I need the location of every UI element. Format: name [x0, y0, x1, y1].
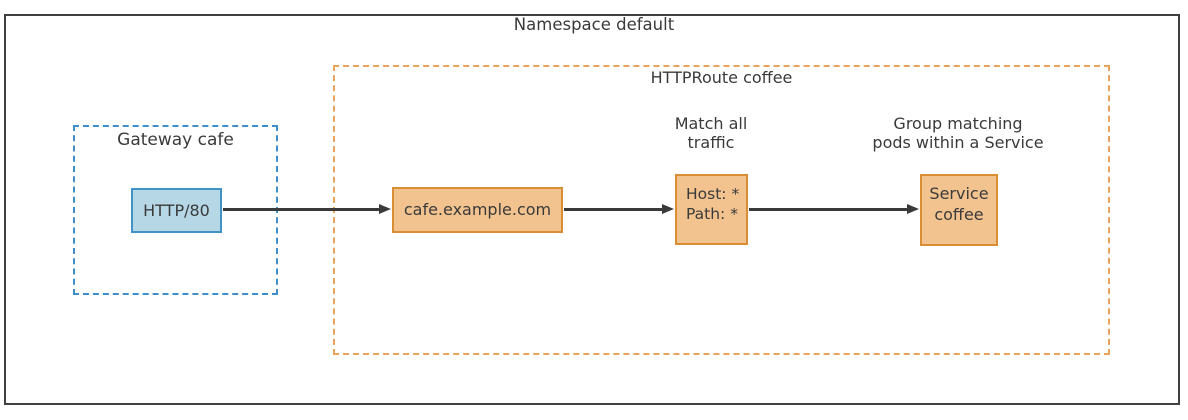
- arrow-match-to-service: [749, 203, 919, 215]
- hostname-label: cafe.example.com: [403, 200, 552, 219]
- arrow-shaft: [564, 207, 664, 211]
- match-annotation-line1: Match all: [674, 114, 748, 133]
- match-annotation-line2: traffic: [687, 133, 735, 152]
- match-annotation: Match all traffic: [601, 114, 821, 152]
- arrow-hostname-to-match: [564, 203, 674, 215]
- backend-annotation-line2: pods within a Service: [872, 133, 1044, 152]
- service-node: Service coffee: [920, 174, 998, 246]
- backend-annotation-line1: Group matching: [893, 114, 1023, 133]
- arrowhead-icon: [379, 203, 391, 214]
- arrow-shaft: [749, 207, 909, 211]
- arrowhead-icon: [662, 203, 674, 214]
- gateway-title: Gateway cafe: [117, 130, 234, 150]
- arrow-listener-to-hostname: [223, 203, 391, 215]
- arrow-shaft: [223, 207, 381, 211]
- match-node-path-line: Path: *: [686, 205, 738, 223]
- listener-node: HTTP/80: [131, 188, 222, 233]
- match-node-host-line: Host: *: [686, 185, 740, 203]
- listener-label: HTTP/80: [143, 200, 210, 220]
- match-node: Host: * Path: *: [675, 174, 748, 245]
- hostname-node: cafe.example.com: [392, 187, 563, 233]
- httproute-title: HTTPRoute coffee: [650, 68, 793, 87]
- arrowhead-icon: [907, 203, 919, 214]
- service-node-line2: coffee: [934, 205, 984, 224]
- service-node-line1: Service: [929, 184, 989, 203]
- namespace-title: Namespace default: [513, 15, 675, 34]
- backend-annotation: Group matching pods within a Service: [843, 114, 1073, 152]
- namespace-boundary: [4, 14, 1180, 405]
